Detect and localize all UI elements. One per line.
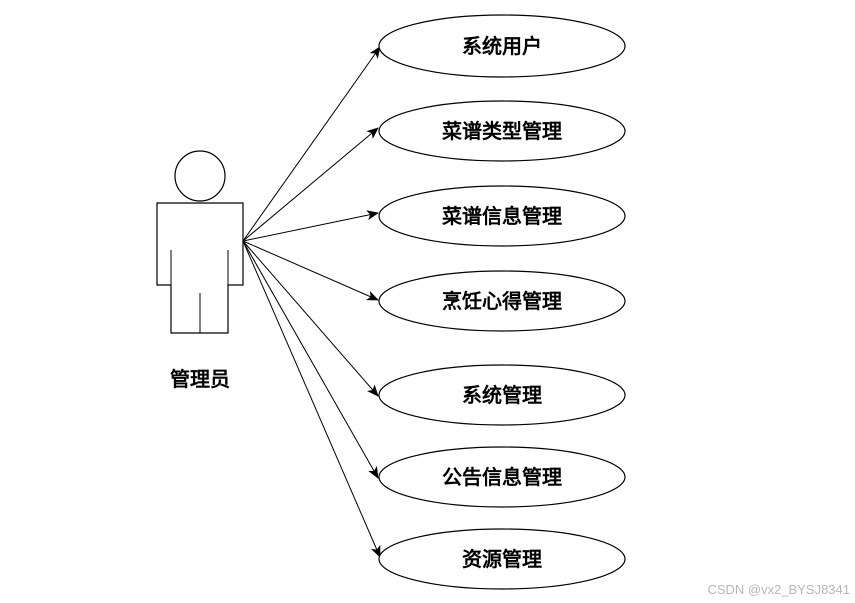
actor-body — [156, 202, 244, 334]
use-case-label: 资源管理 — [462, 547, 542, 571]
use-case-7: 资源管理 — [378, 528, 626, 590]
association-line-5 — [242, 240, 379, 397]
association-line-1 — [242, 46, 381, 242]
use-case-1: 系统用户 — [378, 14, 626, 78]
use-case-label: 菜谱类型管理 — [441, 119, 562, 143]
use-case-label: 公告信息管理 — [442, 465, 562, 489]
actor-label: 管理员 — [170, 367, 230, 391]
use-case-3: 菜谱信息管理 — [378, 185, 626, 247]
association-line-7 — [242, 240, 381, 558]
association-line-3 — [242, 210, 379, 242]
use-case-6: 公告信息管理 — [378, 446, 626, 508]
use-case-label: 烹饪心得管理 — [442, 289, 562, 313]
use-case-5: 系统管理 — [378, 364, 626, 426]
association-line-6 — [242, 240, 379, 479]
actor-head — [174, 150, 226, 202]
use-case-label: 系统用户 — [462, 34, 542, 58]
use-case-label: 菜谱信息管理 — [441, 204, 562, 228]
association-lines — [242, 46, 381, 558]
association-line-4 — [242, 240, 379, 301]
watermark-text: CSDN @vx2_BYSJ8341 — [707, 582, 850, 597]
association-line-2 — [242, 127, 379, 242]
use-case-label: 系统管理 — [462, 383, 542, 407]
use-case-4: 烹饪心得管理 — [378, 270, 626, 332]
use-case-2: 菜谱类型管理 — [378, 100, 626, 162]
actor-figure — [156, 150, 244, 334]
